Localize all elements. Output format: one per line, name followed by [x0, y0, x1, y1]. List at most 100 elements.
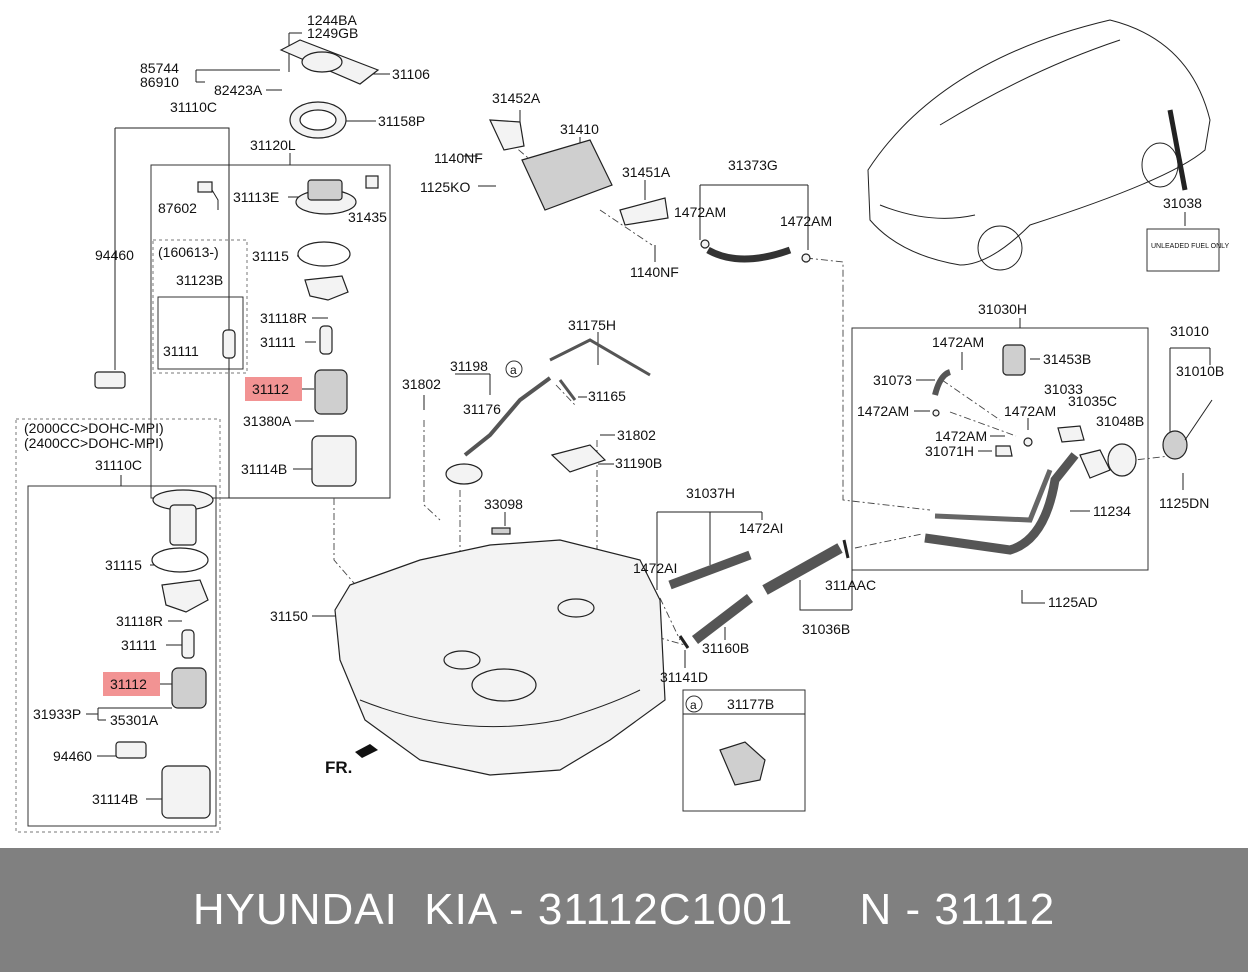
label-1472AM-b: 1472AM	[780, 213, 832, 229]
reservoir-cup	[311, 435, 357, 487]
label-1472AM-f: 1472AM	[1004, 403, 1056, 419]
fuel-filter-31112	[314, 369, 348, 415]
label-31165: 31165	[588, 388, 626, 404]
label-31030H: 31030H	[978, 301, 1027, 317]
canister-bracket	[489, 119, 525, 151]
label-31123B: 31123B	[176, 272, 223, 288]
frame-31110C-lower	[27, 485, 217, 827]
label-31114B-a: 31114B	[241, 461, 287, 477]
label-31110C-top: 31110C	[170, 99, 217, 115]
label-31033: 31033	[1044, 381, 1083, 397]
label-31160B: 31160B	[702, 640, 749, 656]
label-31176: 31176	[463, 401, 501, 417]
label-31190B: 31190B	[615, 455, 662, 471]
label-2000cc: (2000CC>DOHC-MPI)	[24, 420, 164, 436]
label-31802-a: 31802	[402, 376, 441, 392]
label-31111-b: 31111	[260, 334, 296, 350]
label-31177B: 31177B	[727, 696, 774, 712]
label-31141D: 31141D	[660, 669, 708, 685]
label-33098: 33098	[484, 496, 523, 512]
label-85744: 85744	[140, 60, 179, 76]
label-31933P: 31933P	[33, 706, 81, 722]
label-160613: (160613-)	[158, 244, 219, 260]
label-31802-b: 31802	[617, 427, 656, 443]
frame-variant-mpi	[15, 418, 221, 833]
label-1472AI-a: 1472AI	[633, 560, 677, 576]
clip-31177B	[719, 741, 766, 786]
label-31158P: 31158P	[378, 113, 425, 129]
label-1244BA: 1244BA	[307, 12, 357, 28]
label-31380A: 31380A	[243, 413, 292, 429]
label-1472AM-a: 1472AM	[674, 204, 726, 220]
vehicle-outline	[867, 19, 1211, 266]
fuel-label-text: UNLEADED FUEL ONLY	[1151, 243, 1230, 250]
label-35301A: 35301A	[110, 712, 159, 728]
label-31073: 31073	[873, 372, 912, 388]
label-86910: 86910	[140, 74, 179, 90]
label-31010: 31010	[1170, 323, 1209, 339]
label-1125AD: 1125AD	[1048, 594, 1098, 610]
label-31112-a: 31112	[252, 381, 289, 397]
label-a-pipe: a	[510, 363, 517, 377]
label-31035C: 31035C	[1068, 393, 1117, 409]
label-31453B: 31453B	[1043, 351, 1091, 367]
label-1472AI-b: 1472AI	[739, 520, 783, 536]
label-87602: 87602	[158, 200, 197, 216]
label-31118R-b: 31118R	[116, 613, 163, 629]
label-1125DN: 1125DN	[1159, 495, 1209, 511]
label-94460-a: 94460	[95, 247, 134, 263]
filler-hose	[668, 550, 752, 590]
label-31037H: 31037H	[686, 485, 735, 501]
label-1472AM-e: 1472AM	[935, 428, 987, 444]
label-31110C-bot: 31110C	[95, 457, 142, 473]
label-1125KO: 1125KO	[420, 179, 470, 195]
filler-neck	[924, 452, 1079, 555]
label-82423A: 82423A	[214, 82, 263, 98]
fuel-pump-motor	[319, 325, 333, 355]
highlight-31112-upper	[245, 377, 302, 401]
label-31010B: 31010B	[1176, 363, 1224, 379]
label-94460-b: 94460	[53, 748, 92, 764]
fuel-filter-31112-lower	[171, 667, 207, 709]
label-a-detail: a	[690, 698, 697, 712]
label-31118R-a: 31118R	[260, 310, 307, 326]
fuel-label-sticker	[1146, 228, 1220, 272]
label-31111-c: 31111	[121, 637, 157, 653]
label-31175H: 31175H	[568, 317, 616, 333]
fuel-cap	[1162, 430, 1188, 460]
label-31198: 31198	[450, 358, 488, 374]
vapor-hose	[706, 246, 792, 263]
label-1140NF-a: 1140NF	[434, 150, 483, 166]
label-31113E: 31113E	[233, 189, 279, 205]
label-31373G: 31373G	[728, 157, 778, 173]
fuel-tank-31150	[334, 539, 666, 776]
parts-diagram: 1244BA 1249GB 85744 86910 82423A 31106 3…	[15, 12, 1230, 833]
frame-31030H	[851, 327, 1149, 571]
front-arrow	[355, 744, 378, 758]
part-number-footer: HYUNDAI KIA - 31112C1001 N - 31112	[0, 848, 1248, 972]
label-11234: 11234	[1093, 503, 1131, 519]
frame-31123B	[157, 296, 244, 370]
sender-94460-upper	[94, 371, 126, 389]
label-31120L: 31120L	[250, 137, 296, 153]
label-1472AM-c: 1472AM	[932, 334, 984, 350]
label-31150: 31150	[270, 608, 308, 624]
label-31036B: 31036B	[802, 621, 850, 637]
label-2400cc: (2400CC>DOHC-MPI)	[24, 435, 164, 451]
label-31112-b: 31112	[110, 676, 147, 692]
label-31410: 31410	[560, 121, 599, 137]
label-31106: 31106	[392, 66, 430, 82]
label-31115-a: 31115	[252, 248, 289, 264]
highlight-31112-lower	[103, 672, 160, 696]
label-31451A: 31451A	[622, 164, 671, 180]
valve-31453B	[1002, 344, 1026, 376]
canister-31410	[521, 139, 613, 211]
o-ring	[297, 241, 351, 267]
label-1140NF-b: 1140NF	[630, 264, 679, 280]
label-31452A: 31452A	[492, 90, 541, 106]
label-1249GB: 1249GB	[307, 25, 358, 41]
label-front: FR.	[325, 758, 352, 777]
frame-31177B	[682, 689, 806, 812]
pump-bracket	[304, 275, 349, 301]
